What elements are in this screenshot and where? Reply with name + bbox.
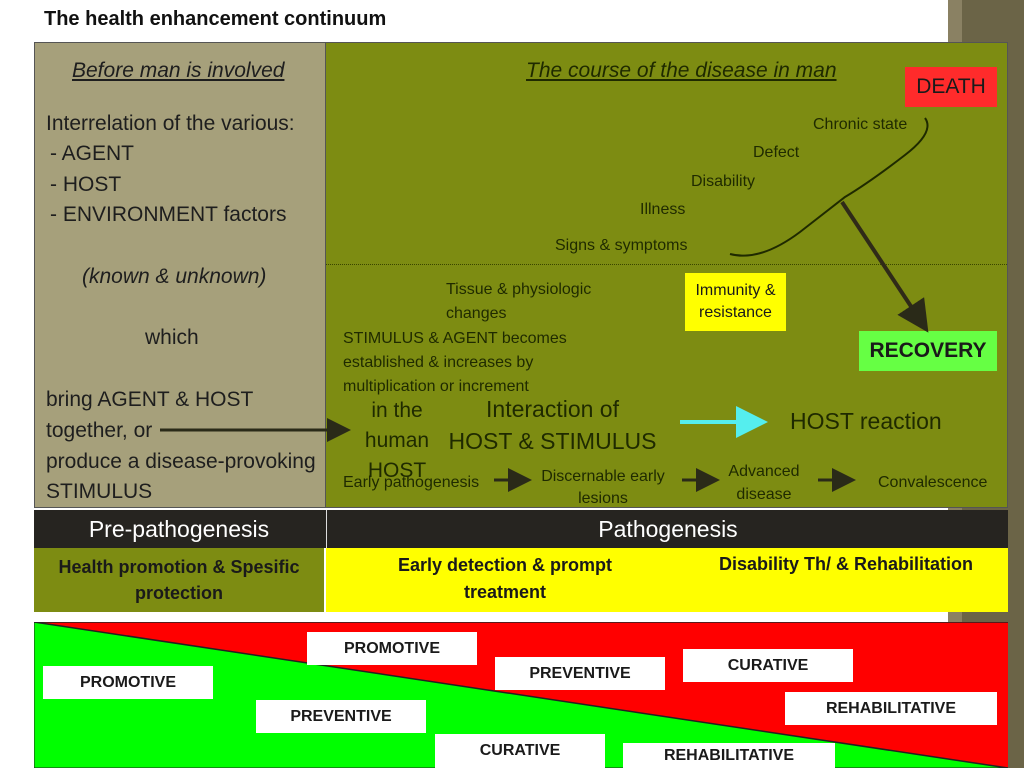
in-host-line-3: HOST	[367, 459, 427, 482]
level-left-line-1: Health promotion & Spesific	[58, 557, 300, 577]
immunity-box: Immunity & resistance	[685, 273, 786, 331]
tissue-line-1: Tissue & physiologic	[446, 281, 592, 298]
factor-environment: - ENVIRONMENT factors	[50, 203, 287, 226]
interaction-line-1: Interaction of	[486, 396, 619, 422]
factor-host: - HOST	[50, 173, 122, 196]
recovery-arrow	[840, 200, 929, 333]
tissue-line-2: changes	[446, 305, 507, 322]
bring-line-2: together, or	[46, 419, 153, 442]
left-intro: Interrelation of the various:	[46, 112, 295, 135]
phase-pre-pathogenesis: Pre-pathogenesis	[88, 515, 270, 542]
immunity-line-2: resistance	[699, 304, 772, 321]
level-mid-line-1: Early detection & prompt	[397, 555, 613, 575]
stage-illness: Illness	[640, 201, 686, 218]
page-title: The health enhancement continuum	[44, 8, 387, 30]
stage-disability: Disability	[691, 173, 756, 190]
bring-line-4: STIMULUS	[46, 480, 153, 503]
level-mid-line-2: treatment	[463, 582, 547, 602]
diagram-arrows	[160, 117, 929, 492]
bring-line-3: produce a disease-provoking	[46, 450, 316, 473]
label-promotive-top: PROMOTIVE	[307, 632, 477, 665]
timeline-lesions: Discernable early lesions	[537, 466, 669, 510]
which-label: which	[145, 326, 199, 349]
label-promotive-bottom: PROMOTIVE	[43, 666, 213, 699]
label-rehabilitative-top: REHABILITATIVE	[785, 692, 997, 725]
known-unknown: (known & unknown)	[82, 265, 267, 288]
immunity-line-1: Immunity &	[695, 282, 776, 299]
factor-agent: - AGENT	[50, 142, 135, 165]
main-frame	[34, 42, 1008, 508]
death-box: DEATH	[905, 67, 997, 107]
level-left-line-2: protection	[135, 583, 223, 603]
interaction-label: Interaction of HOST & STIMULUS	[440, 393, 665, 457]
right-heading: The course of the disease in man	[526, 59, 837, 82]
stimulus-line-1: STIMULUS & AGENT becomes	[343, 330, 567, 347]
stage-chronic: Chronic state	[813, 116, 908, 133]
bring-line-1: bring AGENT & HOST	[46, 388, 254, 411]
level-early-detection: Early detection & prompt treatment	[326, 548, 684, 612]
right-panel	[325, 43, 1007, 507]
timeline-advanced: Advanced disease	[720, 460, 808, 506]
in-host-label: in the human HOST	[358, 396, 436, 486]
timeline-early: Early pathogenesis	[343, 474, 480, 491]
left-heading: Before man is involved	[72, 59, 285, 82]
in-host-line-1: in the	[371, 399, 423, 422]
timeline-lesions-2: lesions	[578, 490, 628, 507]
label-preventive-bottom: PREVENTIVE	[256, 700, 426, 733]
label-curative-top: CURATIVE	[683, 649, 853, 682]
stage-defect: Defect	[753, 144, 800, 161]
stage-signs: Signs & symptoms	[555, 237, 688, 254]
disease-course-curve	[729, 117, 929, 257]
host-reaction: HOST reaction	[790, 408, 942, 434]
stimulus-line-3: multiplication or increment	[343, 378, 529, 395]
recovery-box: RECOVERY	[859, 331, 997, 371]
timeline-advanced-1: Advanced	[728, 463, 800, 480]
label-rehabilitative-bottom: REHABILITATIVE	[623, 743, 835, 768]
timeline-advanced-2: disease	[736, 486, 792, 503]
in-host-line-2: human	[364, 429, 430, 452]
level-health-promotion: Health promotion & Spesific protection	[34, 548, 324, 612]
phase-bar	[34, 510, 1008, 548]
label-preventive-top: PREVENTIVE	[495, 657, 665, 690]
timeline-lesions-1: Discernable early	[541, 468, 665, 485]
interaction-line-2: HOST & STIMULUS	[448, 428, 657, 454]
stimulus-line-2: established & increases by	[343, 354, 534, 371]
phase-pathogenesis: Pathogenesis	[326, 510, 1009, 548]
label-curative-bottom: CURATIVE	[435, 734, 605, 768]
diagonal-divider	[34, 622, 1008, 768]
level-rehabilitation: Disability Th/ & Rehabilitation	[684, 548, 1008, 612]
horizon-divider	[326, 264, 1007, 265]
timeline-convalescence: Convalescence	[878, 474, 988, 491]
